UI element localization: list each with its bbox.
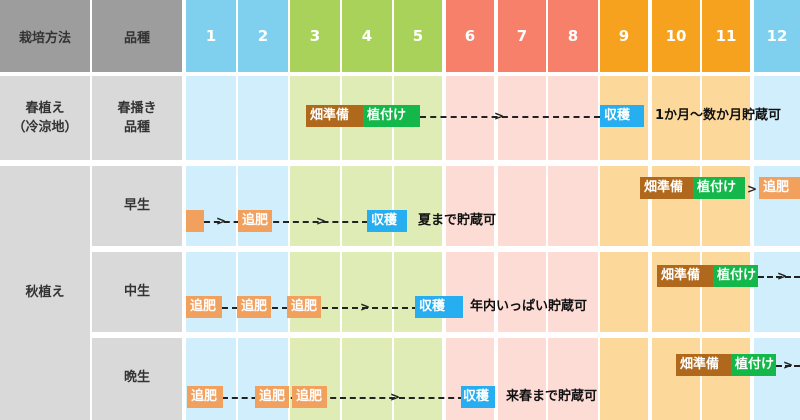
- storage-note: 来春まで貯蔵可: [506, 389, 598, 404]
- month-header: 6: [446, 0, 494, 72]
- divider: [0, 160, 800, 166]
- variety-mid: 中生: [92, 252, 182, 332]
- task-fertilize: 追肥: [237, 296, 271, 318]
- task-fertilize: 追肥: [187, 386, 223, 408]
- task-field-prep: 畑準備: [657, 265, 713, 287]
- task-harvest: 収穫: [367, 210, 407, 232]
- storage-note: 1か月～数か月貯蔵可: [655, 108, 782, 123]
- task-fertilize: 追肥: [238, 210, 272, 232]
- task-fertilize-start: [186, 210, 204, 232]
- storage-note: 年内いっぱい貯蔵可: [470, 299, 588, 314]
- arrow-icon: >: [777, 269, 788, 283]
- arrow-icon: >: [747, 182, 758, 196]
- month-header: 2: [238, 0, 288, 72]
- timeline-dash: [776, 365, 800, 367]
- variety-late: 晩生: [92, 338, 182, 420]
- divider: [92, 332, 800, 338]
- timeline-dash: [222, 397, 464, 399]
- task-planting: 植付け: [693, 177, 745, 199]
- divider: [92, 246, 800, 252]
- month-header: 12: [754, 0, 800, 72]
- method-spring: 春植え （冷涼地）: [0, 76, 90, 160]
- task-fertilize: 追肥: [287, 296, 321, 318]
- arrow-icon: >: [783, 358, 794, 372]
- task-fertilize: 追肥: [292, 386, 327, 408]
- month-header: 7: [498, 0, 546, 72]
- month-header: 8: [548, 0, 598, 72]
- variety-early: 早生: [92, 166, 182, 246]
- arrow-icon: >: [360, 300, 371, 314]
- arrow-icon: >: [316, 214, 327, 228]
- month-header: 9: [600, 0, 648, 72]
- timeline-dash: [758, 276, 800, 278]
- header-variety: 品種: [92, 0, 182, 72]
- task-fertilize: 追肥: [186, 296, 222, 318]
- task-harvest: 収穫: [600, 105, 644, 127]
- task-fertilize: 追肥: [759, 177, 800, 199]
- task-planting: 植付け: [731, 354, 776, 376]
- task-planting: 植付け: [713, 265, 758, 287]
- arrow-icon: >: [216, 214, 227, 228]
- arrow-icon: >: [494, 109, 505, 123]
- variety-spring: 春播き 品種: [92, 76, 182, 160]
- task-fertilize: 追肥: [255, 386, 289, 408]
- header-method: 栽培方法: [0, 0, 90, 72]
- month-header: 1: [186, 0, 236, 72]
- method-autumn: 秋植え: [0, 166, 90, 420]
- task-field-prep: 畑準備: [640, 177, 693, 199]
- month-header: 10: [652, 0, 700, 72]
- task-harvest: 収穫: [415, 296, 463, 318]
- timeline-dash: [204, 221, 368, 223]
- month-header: 5: [394, 0, 442, 72]
- task-field-prep: 畑準備: [676, 354, 731, 376]
- storage-note: 夏まで貯蔵可: [418, 213, 497, 228]
- month-header: 3: [290, 0, 340, 72]
- arrow-icon: >: [390, 390, 401, 404]
- month-header: 4: [342, 0, 392, 72]
- timeline-dash: [420, 116, 600, 118]
- task-harvest: 収穫: [461, 386, 495, 408]
- task-planting: 植付け: [363, 105, 420, 127]
- month-header: 11: [702, 0, 750, 72]
- task-field-prep: 畑準備: [306, 105, 363, 127]
